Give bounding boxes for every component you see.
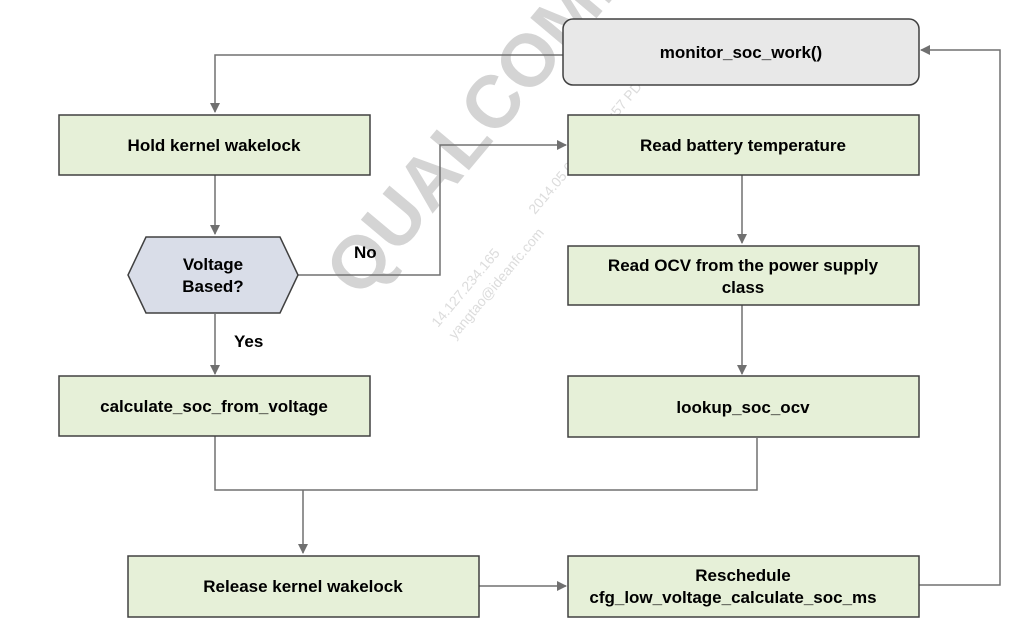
node-release-kernel-wakelock-box bbox=[127, 555, 480, 618]
node-voltage-based-line2: Based? bbox=[182, 277, 243, 296]
edge-label-no: No bbox=[354, 243, 377, 262]
node-voltage-based-shape bbox=[127, 236, 299, 314]
edge-monitor-to-hold bbox=[210, 54, 563, 113]
node-voltage-based-decision: Voltage Based? bbox=[127, 236, 299, 314]
node-lookup-soc-ocv-label: lookup_soc_ocv bbox=[676, 398, 810, 417]
node-read-ocv-line2: class bbox=[722, 278, 765, 297]
node-hold-kernel-wakelock: Hold kernel wakelock bbox=[58, 114, 371, 176]
node-read-ocv-line1: Read OCV from the power supply bbox=[608, 256, 879, 275]
node-read-ocv-box bbox=[567, 245, 920, 306]
node-reschedule: Reschedule cfg_low_voltage_calculate_soc… bbox=[567, 555, 920, 618]
node-monitor-soc-work-box bbox=[562, 18, 920, 86]
connectors bbox=[210, 45, 1001, 591]
node-hold-kernel-wakelock-label: Hold kernel wakelock bbox=[128, 136, 301, 155]
node-voltage-based-line1: Voltage bbox=[183, 255, 243, 274]
node-release-kernel-wakelock-label: Release kernel wakelock bbox=[203, 577, 403, 596]
node-read-battery-temperature-box bbox=[567, 114, 920, 176]
edge-merge-line bbox=[214, 436, 758, 491]
node-hold-kernel-wakelock-box bbox=[58, 114, 371, 176]
node-release-kernel-wakelock: Release kernel wakelock bbox=[127, 555, 480, 618]
node-reschedule-line1: Reschedule bbox=[695, 566, 790, 585]
edge-label-yes: Yes bbox=[234, 332, 263, 351]
node-lookup-soc-ocv-box bbox=[567, 375, 920, 438]
edge-reschedule-to-monitor bbox=[919, 45, 1001, 586]
node-read-ocv: Read OCV from the power supply class bbox=[567, 245, 920, 306]
node-calculate-soc-from-voltage-box bbox=[58, 375, 371, 437]
node-calculate-soc-from-voltage-label: calculate_soc_from_voltage bbox=[100, 397, 328, 416]
node-monitor-soc-work-label: monitor_soc_work() bbox=[660, 43, 822, 62]
node-lookup-soc-ocv: lookup_soc_ocv bbox=[567, 375, 920, 438]
node-read-battery-temperature: Read battery temperature bbox=[567, 114, 920, 176]
node-reschedule-box bbox=[567, 555, 920, 618]
node-monitor-soc-work: monitor_soc_work() bbox=[562, 18, 920, 86]
edge-decision-no-to-temp bbox=[298, 140, 567, 276]
node-reschedule-line2: cfg_low_voltage_calculate_soc_ms bbox=[589, 588, 876, 607]
node-read-battery-temperature-label: Read battery temperature bbox=[640, 136, 846, 155]
node-calculate-soc-from-voltage: calculate_soc_from_voltage bbox=[58, 375, 371, 437]
